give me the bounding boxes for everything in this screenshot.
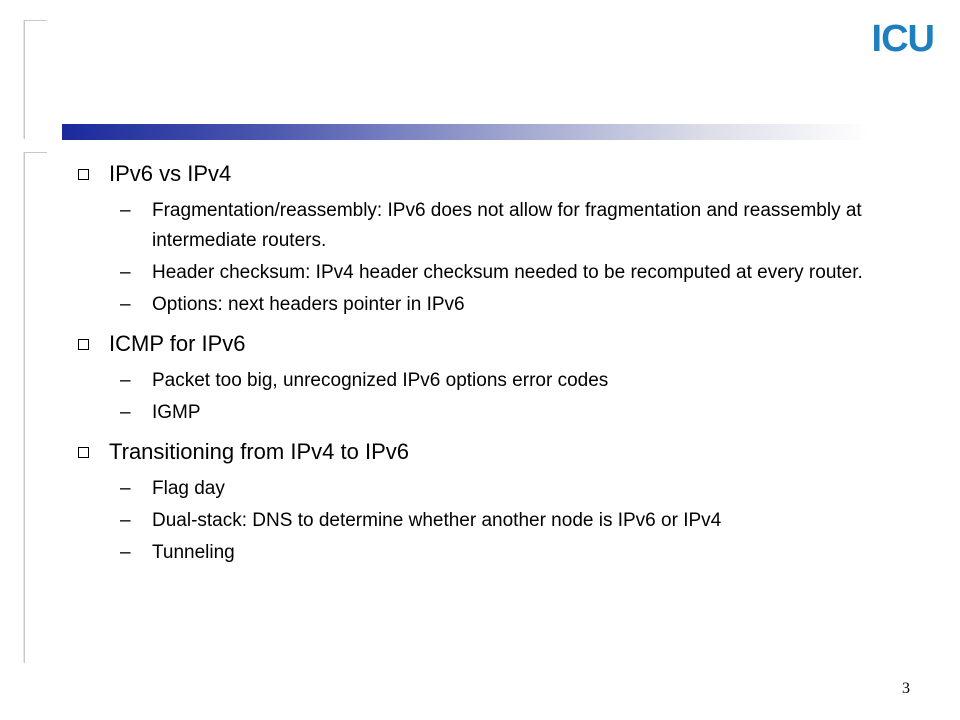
sub-bullet-text: IGMP [152,402,201,423]
sub-bullet-text: Dual-stack: DNS to determine whether ano… [152,510,722,531]
sub-bullet: – Flag day [74,474,924,504]
dash-icon: – [120,370,131,391]
section-heading: IPv6 vs IPv4 [109,161,232,186]
sub-bullet: – IGMP [74,398,924,428]
bullet-section-1: IPv6 vs IPv4 [74,160,924,188]
dash-icon: – [120,542,131,563]
icu-logo: ICU [871,18,935,60]
square-bullet-icon [78,446,89,458]
sub-bullet: – Options: next headers pointer in IPv6 [74,290,924,320]
dash-icon: – [120,262,131,283]
decorative-bracket-top [24,20,47,139]
sub-bullet-text: Packet too big, unrecognized IPv6 option… [152,370,609,391]
sub-bullet: – Tunneling [74,538,924,568]
sub-bullet: – Packet too big, unrecognized IPv6 opti… [74,366,924,396]
sub-bullet: – Fragmentation/reassembly: IPv6 does no… [74,196,924,256]
dash-icon: – [120,478,131,499]
square-bullet-icon [78,338,89,350]
sub-bullet-text: Fragmentation/reassembly: IPv6 does not … [152,200,862,251]
bullet-section-2: ICMP for IPv6 [74,330,924,358]
sub-bullet-text: Header checksum: IPv4 header checksum ne… [152,262,863,283]
sub-bullet: – Header checksum: IPv4 header checksum … [74,258,924,288]
dash-icon: – [120,510,131,531]
sub-bullet-text: Flag day [152,478,225,499]
sub-bullet-text: Tunneling [152,542,235,563]
decorative-bracket-bottom [24,152,47,663]
section-heading: ICMP for IPv6 [109,331,246,356]
slide-content: IPv6 vs IPv4 – Fragmentation/reassembly:… [74,160,924,568]
sub-bullet: – Dual-stack: DNS to determine whether a… [74,506,924,536]
dash-icon: – [120,200,131,221]
bullet-section-3: Transitioning from IPv4 to IPv6 [74,438,924,466]
title-gradient-bar [62,124,870,140]
dash-icon: – [120,402,131,423]
square-bullet-icon [78,168,89,180]
dash-icon: – [120,294,131,315]
page-number: 3 [902,680,910,697]
sub-bullet-text: Options: next headers pointer in IPv6 [152,294,465,315]
section-heading: Transitioning from IPv4 to IPv6 [109,439,409,464]
